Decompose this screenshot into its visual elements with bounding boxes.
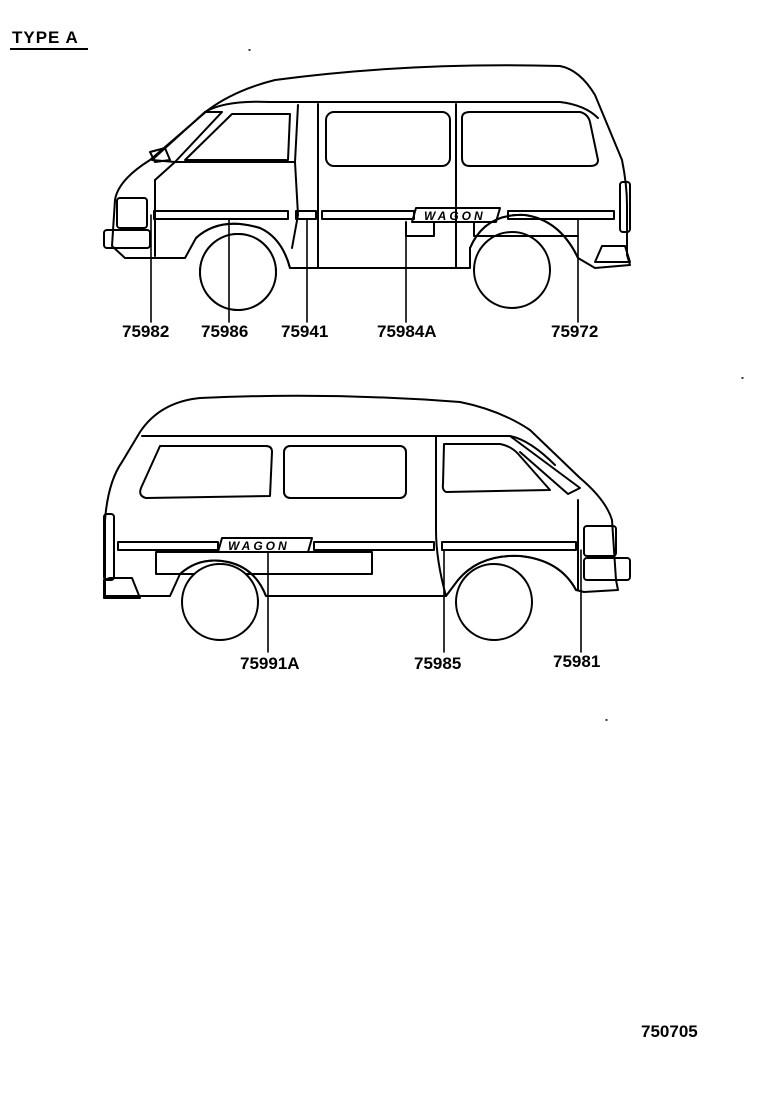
stripe-rear-quarter: [507, 210, 615, 220]
front-wheel-tire: [199, 233, 277, 311]
part-number-75984a: 75984A: [377, 322, 437, 341]
left-view-leader-lines: [267, 549, 582, 653]
emblem-bracket: [405, 221, 435, 237]
part-number-75981: 75981: [553, 652, 601, 671]
part-number-75982: 75982: [122, 322, 170, 341]
slide-window-left: [283, 445, 407, 499]
van-right-side-view: WAGON: [103, 64, 631, 323]
diagram-code: 750705: [641, 1022, 698, 1041]
headlamp: [116, 197, 148, 229]
rear-bumper: [594, 245, 631, 263]
roof-line: [204, 100, 599, 119]
headlamp-left: [583, 525, 617, 557]
van-body-outline-left: [104, 394, 619, 597]
stripe-front-door-left: [441, 541, 577, 551]
rear-window-left: [139, 445, 273, 499]
type-label: TYPE A: [12, 28, 79, 47]
rear-wheel-arch-left: [179, 559, 267, 597]
windshield-left: [509, 435, 581, 495]
rear-stripe-bracket: [473, 221, 579, 237]
wagon-emblem-outline: [411, 207, 501, 223]
type-label-underline: [10, 48, 88, 50]
front-bumper: [103, 229, 151, 249]
wagon-emblem-text-left: WAGON: [228, 539, 290, 553]
stripe-slide-door-left: [313, 541, 435, 551]
rear-lamp-left: [103, 513, 115, 581]
right-view-leader-lines: [150, 214, 579, 323]
side-window-rear: [461, 111, 599, 167]
front-bumper-left: [583, 557, 631, 581]
part-number-75972: 75972: [551, 322, 599, 341]
side-window-middle: [325, 111, 451, 167]
stripe-rear-left: [117, 541, 219, 551]
wagon-emblem-text: WAGON: [424, 209, 486, 223]
stripe-slide-door: [321, 210, 415, 220]
rear-bumper-left: [103, 577, 141, 599]
part-number-75985: 75985: [414, 654, 462, 673]
part-number-75991a: 75991A: [240, 654, 300, 673]
lower-panel-left: [155, 551, 373, 575]
stripe-front-door: [153, 210, 289, 220]
front-wheel-arch-left: [457, 554, 577, 591]
windshield: [151, 111, 223, 163]
van-left-side-view: WAGON: [103, 394, 631, 653]
rear-lamp: [619, 181, 631, 233]
front-wheel-arch: [195, 222, 291, 269]
front-door-window-left: [441, 443, 551, 493]
rear-wheel-arch: [469, 213, 579, 259]
roof-line-left: [141, 435, 556, 466]
rear-wheel-left: [181, 563, 259, 641]
scan-specks: [248, 49, 744, 721]
part-number-75986: 75986: [201, 322, 249, 341]
stripe-short-piece: [295, 210, 317, 220]
part-number-75941: 75941: [281, 322, 329, 341]
front-door-window: [184, 113, 291, 161]
front-wheel-left: [455, 563, 533, 641]
front-door-line: [154, 104, 299, 249]
side-mirror: [149, 147, 171, 163]
wagon-emblem-outline-left: [217, 537, 313, 553]
rear-wheel: [473, 231, 551, 309]
